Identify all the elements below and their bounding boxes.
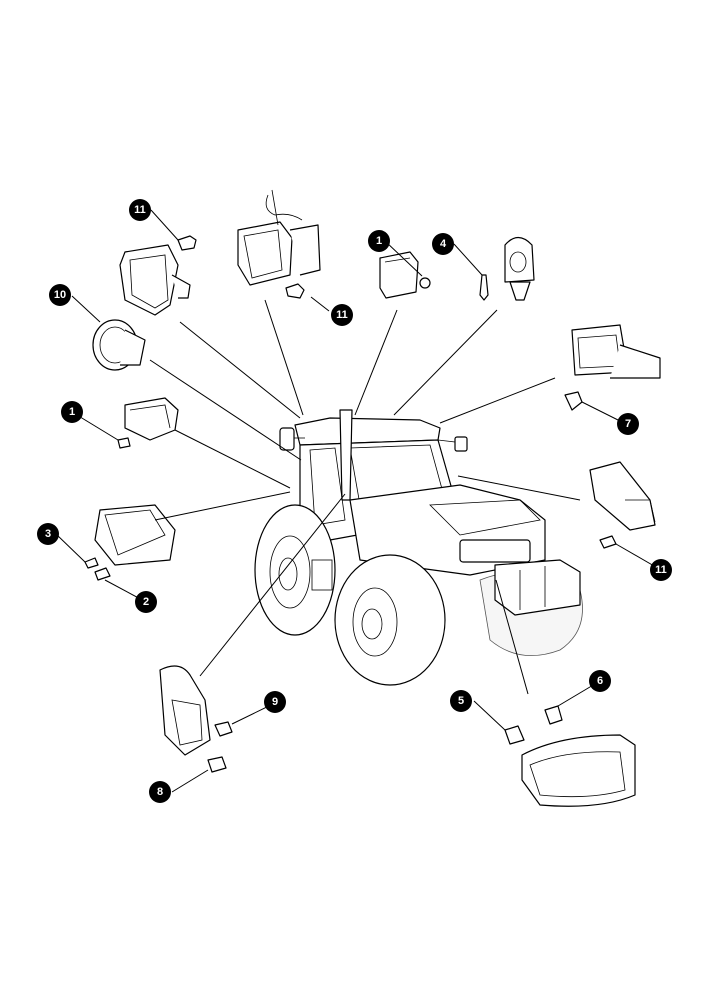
callout-label: 1 xyxy=(69,406,75,418)
callout-label: 6 xyxy=(597,675,603,687)
callout-11-top-center: 11 xyxy=(331,304,353,326)
callout-label: 9 xyxy=(272,696,278,708)
relay-lamp-block xyxy=(379,251,419,299)
callout-9: 9 xyxy=(264,691,286,713)
callout-8: 8 xyxy=(149,781,171,803)
rear-combination-lamp xyxy=(94,504,176,566)
bulb-right-middle xyxy=(599,535,617,549)
callout-label: 10 xyxy=(54,289,66,301)
callout-4: 4 xyxy=(432,233,454,255)
callout-label: 3 xyxy=(45,528,51,540)
callout-7: 7 xyxy=(617,413,639,435)
bulb-center-right xyxy=(419,277,431,289)
bulbs-left-bottom xyxy=(207,721,233,773)
callout-11-top-left: 11 xyxy=(129,199,151,221)
callout-5: 5 xyxy=(450,690,472,712)
callout-label: 11 xyxy=(336,309,348,321)
tractor xyxy=(254,409,583,686)
callout-2: 2 xyxy=(135,591,157,613)
round-work-lamp xyxy=(92,319,146,371)
callout-10: 10 xyxy=(49,284,71,306)
callout-6: 6 xyxy=(589,670,611,692)
bulb-right-upper xyxy=(564,391,583,411)
fender-lamp xyxy=(159,665,211,756)
callout-1-left: 1 xyxy=(61,401,83,423)
callout-label: 11 xyxy=(655,564,667,576)
relay-6 xyxy=(544,705,563,725)
callout-label: 8 xyxy=(157,786,163,798)
bulbs-left-lower xyxy=(84,557,111,581)
indicator-lamp-right xyxy=(589,461,656,531)
beacon-bulb xyxy=(479,274,489,301)
callout-label: 4 xyxy=(440,238,447,250)
front-headlamp xyxy=(521,734,636,807)
callout-label: 5 xyxy=(458,695,464,707)
bulb-left-middle xyxy=(117,437,131,449)
callout-label: 2 xyxy=(143,596,149,608)
bulb-top-center xyxy=(285,283,305,299)
leader-lines xyxy=(55,209,662,793)
halogen-bulb xyxy=(504,725,525,745)
work-lamp-right xyxy=(571,324,661,379)
side-marker-lamp xyxy=(124,397,179,441)
callout-label: 1 xyxy=(376,235,382,247)
work-lamp-with-harness xyxy=(237,189,321,286)
callout-label: 7 xyxy=(625,418,631,430)
callout-label: 11 xyxy=(134,204,146,216)
rotating-beacon xyxy=(504,236,535,301)
callout-11-right: 11 xyxy=(650,559,672,581)
work-lamp-rectangular xyxy=(119,244,191,316)
callout-1-top-center: 1 xyxy=(368,230,390,252)
callout-3: 3 xyxy=(37,523,59,545)
bulb-top-left xyxy=(177,235,197,251)
